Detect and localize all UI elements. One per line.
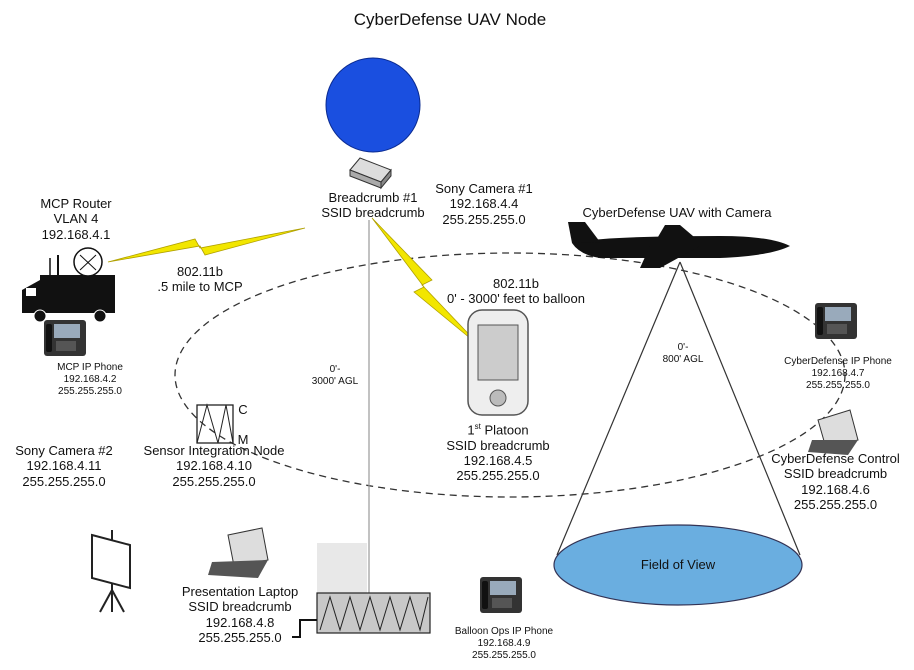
- sony-camera-1-ip: 192.168.4.4: [449, 196, 519, 212]
- sony-camera-2-ip: 192.168.4.11: [26, 458, 102, 474]
- sony-camera-2-mask: 255.255.255.0: [22, 473, 106, 489]
- lightning-bolt-mcp-icon: [107, 227, 306, 263]
- cd-control-laptop-icon: [808, 409, 859, 455]
- cd-control-ssid: SSID breadcrumb: [783, 466, 888, 482]
- field-of-view-ellipse: [553, 524, 803, 606]
- platoon-label: 1st Platoon SSID breadcrumb 192.168.4.5 …: [438, 422, 558, 484]
- sensor-node-icon: [196, 403, 234, 444]
- sensor-node-mask: 255.255.255.0: [172, 473, 256, 489]
- presentation-laptop-icon: [208, 527, 269, 578]
- link-mcp-label: 802.11b .5 mile to MCP: [140, 264, 260, 295]
- balloon-base-trailer-icon: [316, 592, 431, 634]
- sony-camera-1-label: Sony Camera #1 192.168.4.4 255.255.255.0: [420, 181, 548, 227]
- presentation-laptop-label: Presentation Laptop SSID breadcrumb 192.…: [168, 584, 312, 645]
- platoon-number: 1: [467, 422, 475, 438]
- link-balloon-label: 802.11b 0' - 3000' feet to balloon: [416, 276, 616, 307]
- diagram-title: CyberDefense UAV Node: [353, 10, 547, 29]
- mcp-truck-icon: [22, 247, 115, 323]
- mcp-phone-label: MCP IP Phone 192.168.4.2 255.255.255.0: [30, 362, 150, 397]
- cd-phone-name: CyberDefense IP Phone: [784, 356, 892, 367]
- presentation-laptop-mask: 255.255.255.0: [198, 629, 282, 645]
- tether-altitude-min: 0'-: [329, 364, 341, 375]
- balloon-ops-ip-phone-icon: [480, 577, 522, 613]
- fov-cone-right: [679, 261, 801, 556]
- mcp-phone-ip: 192.168.4.2: [63, 373, 117, 385]
- presentation-laptop-ssid: SSID breadcrumb: [188, 599, 292, 615]
- tether-altitude-label: 0'- 3000' AGL: [305, 364, 365, 388]
- platoon-ssid: SSID breadcrumb: [446, 437, 550, 453]
- sensor-node-name: Sensor Integration Node: [143, 443, 285, 458]
- mcp-router-label: MCP Router VLAN 4 192.168.4.1: [28, 196, 124, 242]
- cd-phone-mask: 255.255.255.0: [806, 379, 870, 391]
- uav-altitude-label: 0'- 800' AGL: [645, 342, 721, 366]
- sensor-letter-c: C: [238, 402, 248, 417]
- platoon-word: Platoon: [480, 422, 529, 438]
- breadcrumb-name: Breadcrumb #1: [328, 190, 418, 205]
- balloon-phone-mask: 255.255.255.0: [472, 649, 536, 661]
- mcp-router-ip: 192.168.4.1: [41, 226, 111, 242]
- sony-camera-1-mask: 255.255.255.0: [442, 211, 526, 227]
- link-balloon-distance: 0' - 3000' feet to balloon: [447, 291, 585, 307]
- cd-ip-phone-icon: [815, 303, 857, 339]
- cd-control-mask: 255.255.255.0: [793, 496, 878, 512]
- platoon-name: 1st Platoon: [438, 422, 558, 438]
- mcp-phone-name: MCP IP Phone: [57, 362, 123, 373]
- platoon-ordinal: st: [474, 422, 481, 431]
- field-of-view-label: Field of View: [640, 557, 716, 572]
- sensor-letter-m: M: [237, 432, 249, 447]
- sensor-node-ip: 192.168.4.10: [176, 458, 252, 474]
- presentation-laptop-ip: 192.168.4.8: [205, 614, 275, 630]
- mcp-ip-phone-icon: [44, 320, 86, 356]
- cd-phone-label: CyberDefense IP Phone 192.168.4.7 255.25…: [770, 356, 906, 391]
- mcp-router-name: MCP Router: [40, 196, 112, 211]
- link-balloon-protocol: 802.11b: [492, 276, 540, 291]
- mcp-router-vlan: VLAN 4: [53, 211, 99, 227]
- uav-altitude-max: 800' AGL: [662, 353, 704, 365]
- cd-control-ip: 192.168.4.6: [801, 481, 870, 497]
- breadcrumb-device-icon: [349, 157, 392, 190]
- balloon-phone-ip: 192.168.4.9: [477, 637, 531, 649]
- balloon-icon: [325, 57, 421, 153]
- sensor-node-label: Sensor Integration Node 192.168.4.10 255…: [132, 443, 296, 489]
- uav-airplane-icon: [568, 222, 790, 268]
- link-mcp-protocol: 802.11b: [176, 264, 224, 279]
- tether-altitude-max: 3000' AGL: [311, 375, 359, 387]
- uav-label: CyberDefense UAV with Camera: [582, 205, 772, 220]
- balloon-phone-name: Balloon Ops IP Phone: [454, 626, 554, 637]
- presentation-laptop-name: Presentation Laptop: [181, 584, 299, 599]
- fov-cone-left: [556, 261, 681, 556]
- coverage-ellipse: [174, 252, 846, 498]
- cd-control-label: CyberDefense Control SSID breadcrumb 192…: [757, 451, 914, 512]
- platoon-ip: 192.168.4.5: [463, 452, 533, 468]
- cd-phone-ip: 192.168.4.7: [811, 367, 865, 379]
- platoon-mask: 255.255.255.0: [456, 468, 540, 484]
- pda-icon: [467, 309, 529, 416]
- uav-altitude-min: 0'-: [677, 342, 689, 353]
- projector-screen-icon: [91, 530, 131, 613]
- breadcrumb-label: Breadcrumb #1 SSID breadcrumb: [300, 190, 446, 221]
- sony-camera-2-label: Sony Camera #2 192.168.4.11 255.255.255.…: [4, 443, 124, 489]
- mcp-phone-mask: 255.255.255.0: [58, 385, 122, 397]
- cd-control-name: CyberDefense Control: [771, 451, 900, 466]
- breadcrumb-ssid: SSID breadcrumb: [321, 205, 425, 221]
- link-mcp-distance: .5 mile to MCP: [157, 279, 243, 295]
- balloon-base-shadow: [317, 543, 367, 593]
- balloon-phone-label: Balloon Ops IP Phone 192.168.4.9 255.255…: [440, 626, 568, 661]
- laptop-cable: [292, 619, 317, 638]
- sony-camera-1-name: Sony Camera #1: [435, 181, 533, 196]
- sony-camera-2-name: Sony Camera #2: [15, 443, 113, 458]
